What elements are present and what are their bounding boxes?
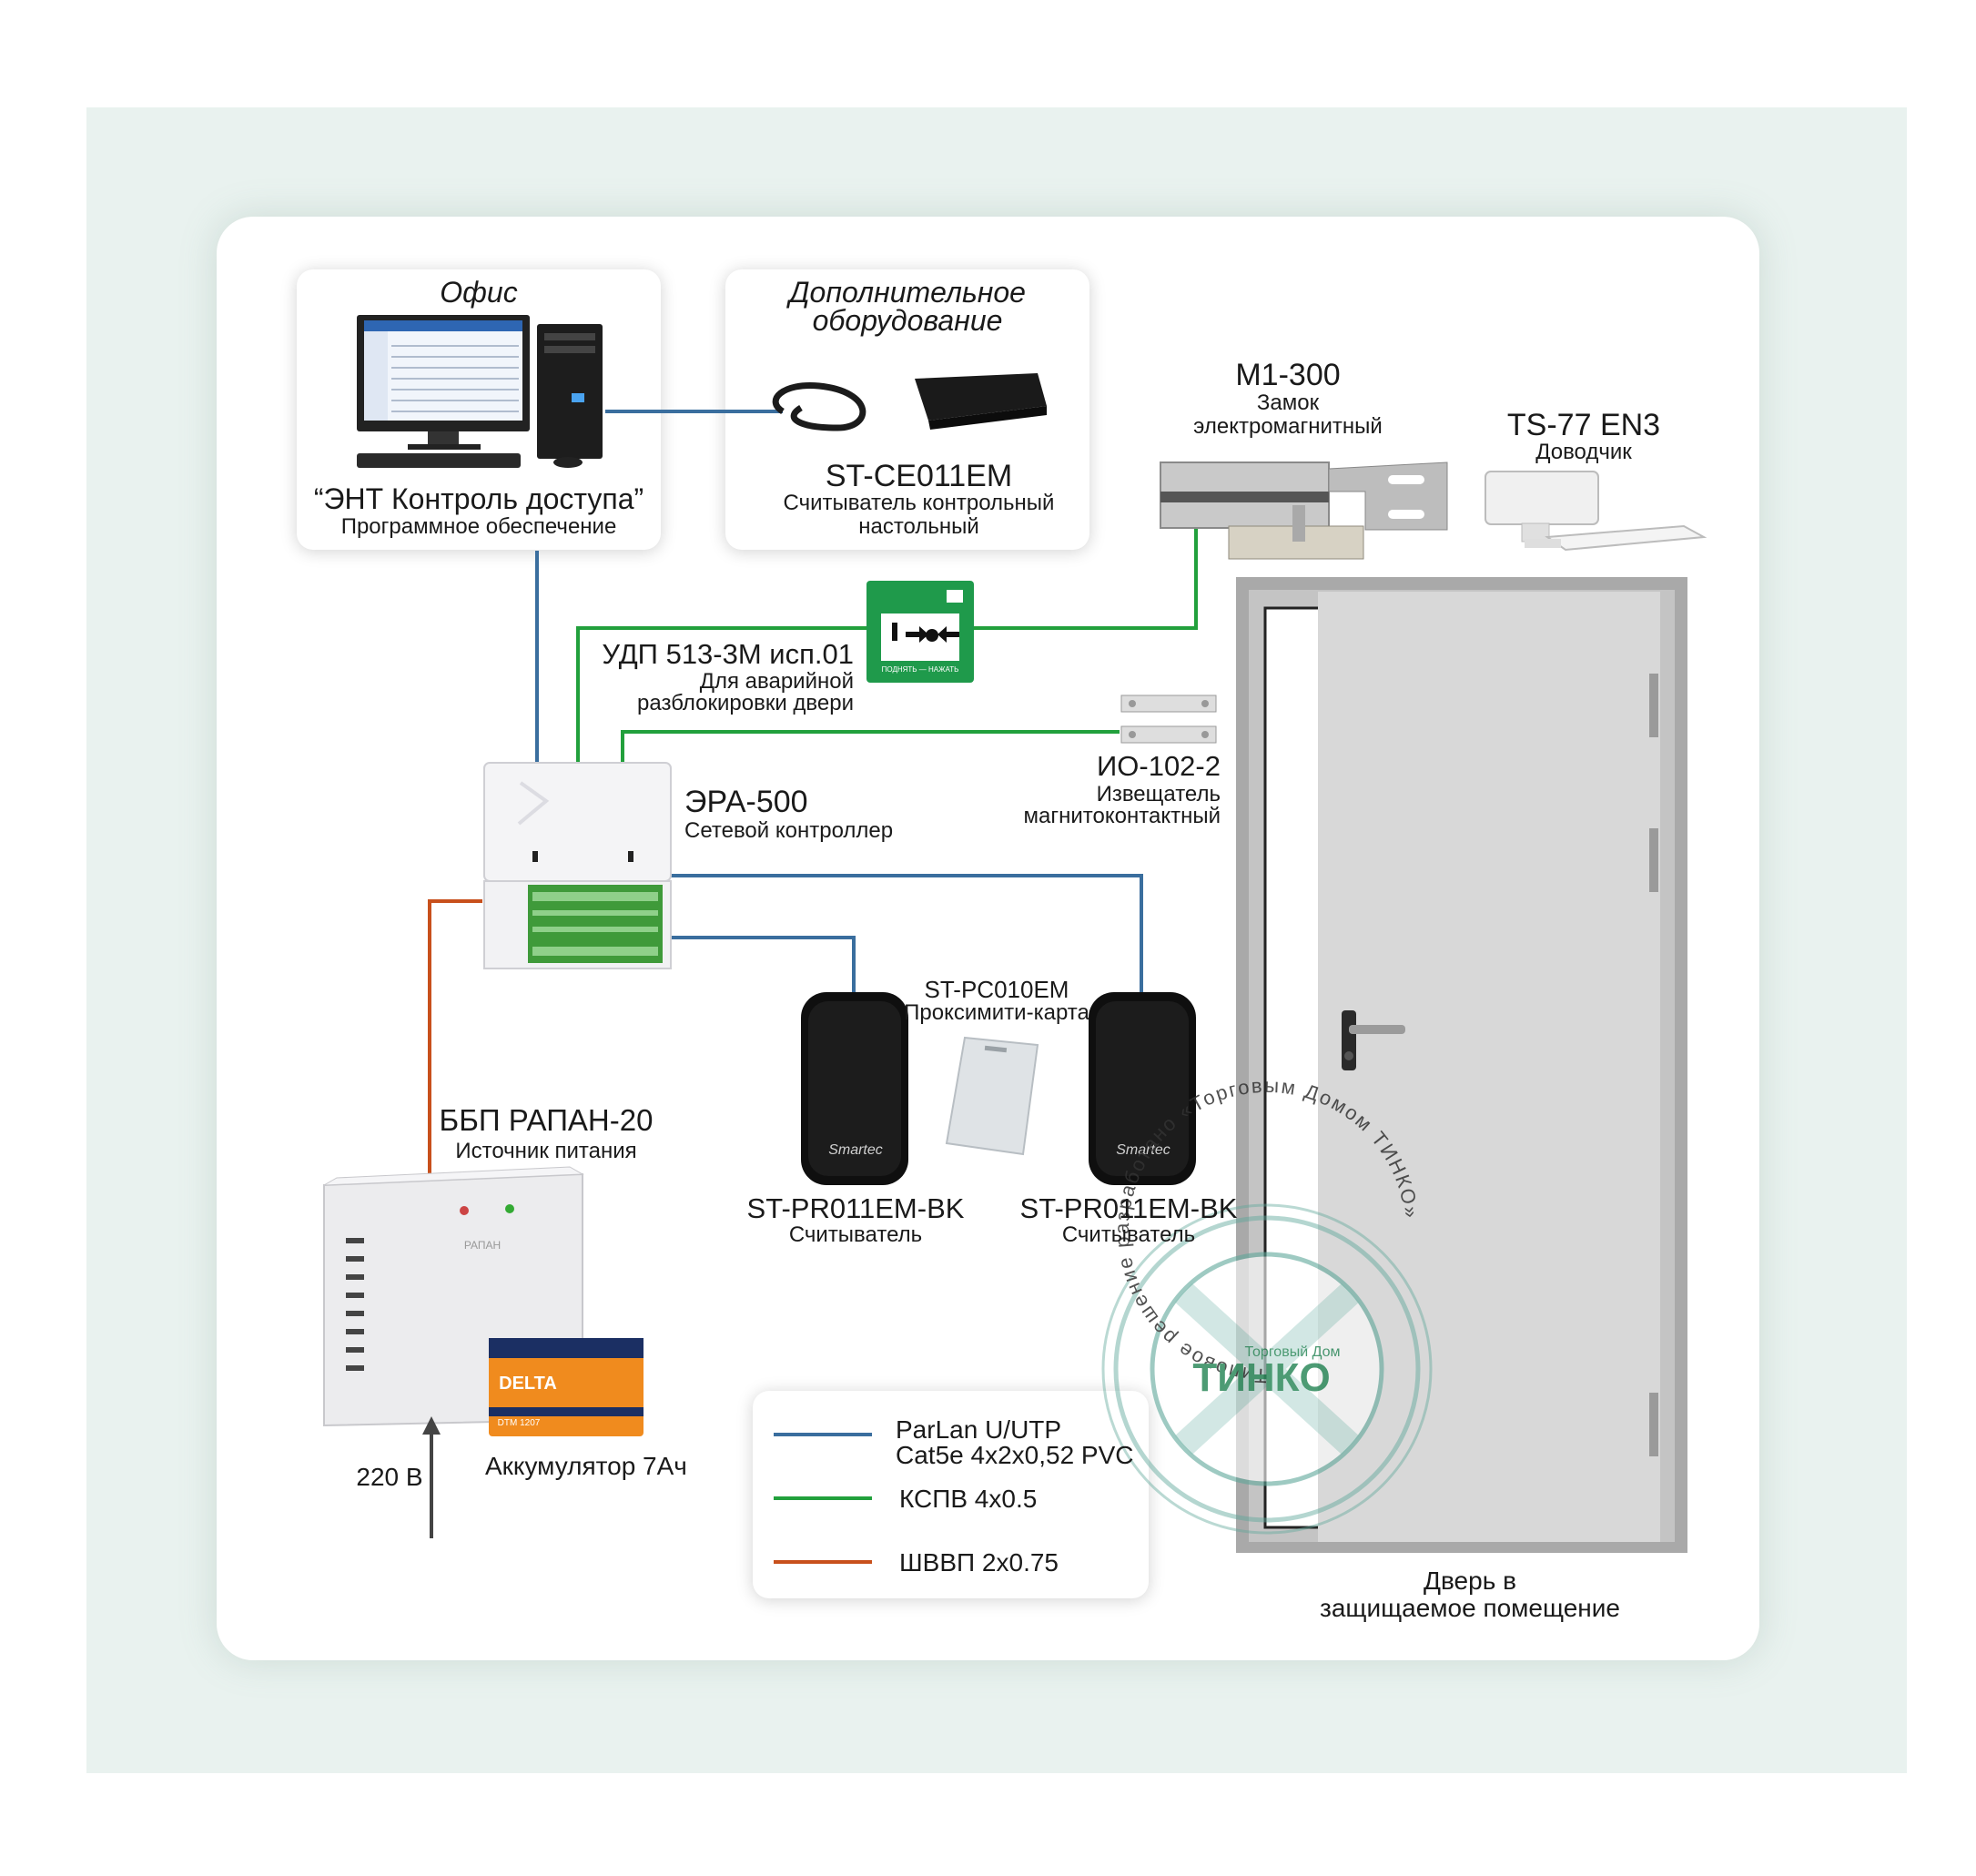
office-title: Офис — [440, 276, 518, 309]
emergency-desc2: разблокировки двери — [637, 691, 854, 715]
controller-model: ЭРА-500 — [684, 785, 808, 819]
lock-desc2: электромагнитный — [1193, 414, 1383, 439]
extra-title-line2: оборудование — [812, 304, 1003, 337]
stamp-company: ТИНКО — [1192, 1355, 1330, 1400]
reader-1-model: ST-PR011EM-BK — [746, 1192, 965, 1224]
legend-lines — [774, 1433, 872, 1564]
emergency-desc1: Для аварийной — [699, 669, 854, 694]
wire-psu-controller — [428, 899, 482, 1183]
stamp-company-small: Торговый Дом — [1245, 1344, 1341, 1360]
reader-1-desc: Считыватель — [788, 1222, 923, 1247]
reader-1-icon: Smartec — [801, 992, 908, 1185]
wire-controller-emergency — [576, 626, 866, 763]
computer-icon — [357, 315, 603, 468]
wire-controller-sensor — [621, 730, 1120, 763]
reader-2-brand: Smartec — [1116, 1142, 1170, 1158]
lock-desc1: Замок — [1256, 390, 1320, 415]
closer-desc: Доводчик — [1535, 440, 1632, 464]
wire-controller-reader1 — [669, 936, 856, 992]
psu-brand: РАПАН — [464, 1239, 501, 1252]
lock-model: М1-300 — [1235, 358, 1341, 392]
desktop-reader-model: ST-CE011EM — [825, 459, 1013, 493]
wire-controller-reader2 — [669, 874, 1143, 992]
wire-emergency-lock — [974, 526, 1198, 630]
reader-1-brand: Smartec — [828, 1142, 883, 1158]
card-model: ST-PC010EM — [924, 976, 1069, 1003]
controller-icon — [483, 762, 672, 969]
closer-model: TS-77 EN3 — [1506, 408, 1661, 442]
legend-item-1-line2: Cat5e 4x2x0,52 PVC — [896, 1441, 1134, 1469]
battery-icon: DELTA DTM 1207 — [489, 1338, 643, 1436]
magnetic-contact-sensor-icon — [1120, 695, 1217, 744]
emergency-model: УДП 513-3М исп.01 — [602, 638, 854, 670]
door-icon — [1236, 577, 1687, 1553]
battery-label: Аккумулятор 7Ач — [485, 1452, 687, 1480]
legend-item-2: КСПВ 4x0.5 — [899, 1485, 1038, 1513]
software-desc: Программное обеспечение — [340, 514, 617, 539]
emergency-panel-text: ПОДНЯТЬ — НАЖАТЬ — [882, 665, 959, 674]
psu-model: ББП РАПАН-20 — [439, 1103, 654, 1137]
proximity-card-icon — [945, 1036, 1039, 1156]
reader-2-model: ST-PR011EM-BK — [1019, 1192, 1238, 1224]
mains-arrow — [422, 1416, 441, 1538]
sensor-desc1: Извещатель — [1096, 782, 1221, 806]
desktop-reader-icon — [772, 373, 1047, 431]
extra-title-line1: Дополнительное — [789, 276, 1026, 309]
desktop-reader-desc1: Считыватель контрольный — [783, 491, 1055, 515]
battery-type: DTM 1207 — [498, 1418, 541, 1428]
reader-2-icon: Smartec — [1089, 992, 1196, 1185]
reader-2-desc: Считыватель — [1061, 1222, 1196, 1247]
desktop-reader-desc2: настольный — [858, 514, 979, 539]
software-name: “ЭНТ Контроль доступа” — [313, 482, 644, 515]
controller-desc: Сетевой контроллер — [684, 818, 894, 843]
battery-brand: DELTA — [499, 1374, 557, 1394]
door-closer-icon — [1485, 471, 1707, 552]
psu-desc: Источник питания — [455, 1139, 637, 1163]
wires — [428, 410, 1198, 1183]
door-caption2: защищаемое помещение — [1320, 1594, 1620, 1622]
legend-item-1-line1: ParLan U/UTP — [896, 1415, 1062, 1444]
sensor-model: ИО-102-2 — [1096, 750, 1221, 782]
legend-item-3: ШВВП 2x0.75 — [899, 1548, 1059, 1577]
card-desc: Проксимити-карта — [904, 1000, 1089, 1025]
sensor-desc2: магнитоконтактный — [1023, 804, 1221, 828]
door-caption1: Дверь в — [1424, 1567, 1516, 1595]
electromagnetic-lock-icon — [1160, 461, 1448, 560]
mains-label: 220 В — [356, 1463, 423, 1491]
emergency-button-icon: ПОДНЯТЬ — НАЖАТЬ — [866, 581, 974, 683]
